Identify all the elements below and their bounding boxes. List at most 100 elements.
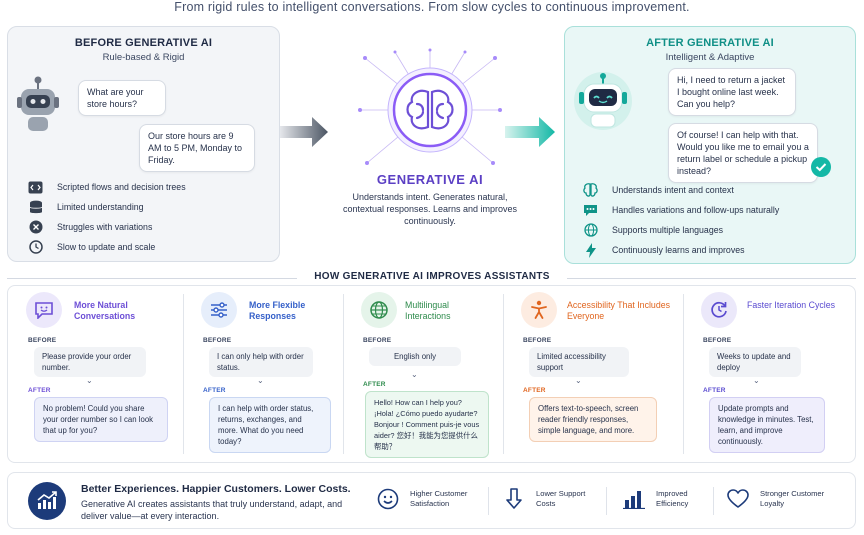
before-subtitle: Rule-based & Rigid — [102, 52, 185, 63]
center-title: GENERATIVE AI — [376, 172, 484, 187]
improvement-card: Faster Iteration Cycles BEFORE Weeks to … — [683, 286, 855, 464]
before-tag: BEFORE — [363, 337, 392, 344]
column-divider — [503, 294, 504, 454]
after-bot-bubble: Of course! I can help with that. Would y… — [668, 123, 818, 183]
metric-divider — [606, 487, 607, 515]
feature-item: Scripted flows and decision trees — [28, 177, 186, 197]
before-title: BEFORE GENERATIVE AI — [74, 37, 213, 49]
column-divider — [683, 294, 684, 454]
brain-icon — [583, 183, 598, 198]
chevron-down-icon: ⌄ — [411, 370, 418, 379]
chevron-down-icon: ⌄ — [257, 376, 264, 385]
section-divider-left — [7, 278, 297, 279]
before-box: Please provide your order number. — [34, 347, 146, 377]
gray-arrow-icon — [280, 114, 330, 155]
globe-icon — [361, 292, 397, 328]
improvement-title: More Flexible Responses — [249, 300, 306, 321]
improvement-card: More Flexible Responses BEFORE I can onl… — [183, 286, 343, 464]
cycle-icon — [701, 292, 737, 328]
rule-bot-icon — [16, 75, 60, 138]
feature-item: Continuously learns and improves — [583, 240, 779, 260]
chevron-down-icon: ⌄ — [575, 376, 582, 385]
footer-description: Generative AI creates assistants that tr… — [81, 499, 343, 521]
after-box: I can help with order status, returns, e… — [209, 397, 331, 453]
clock-icon — [28, 240, 43, 255]
heart-icon — [726, 487, 750, 511]
metric-divider — [713, 487, 714, 515]
check-icon — [811, 157, 831, 182]
generative-ai-brain-icon — [355, 48, 505, 178]
chat-smile-icon — [26, 292, 62, 328]
after-panel: AFTER GENERATIVE AI Intelligent & Adapti… — [564, 26, 856, 264]
globe-icon — [583, 223, 598, 238]
footer-title: Better Experiences. Happier Customers. L… — [81, 483, 351, 495]
chat-icon — [583, 203, 598, 218]
x-circle-icon — [28, 220, 43, 235]
before-bot-bubble: Our store hours are 9 AM to 5 PM, Monday… — [139, 124, 255, 172]
lightning-icon — [583, 242, 598, 258]
before-user-bubble: What are your store hours? — [78, 80, 166, 116]
improvement-card: More Natural Conversations BEFORE Please… — [8, 286, 178, 464]
metric-item: Higher Customer Satisfaction — [376, 487, 480, 511]
feature-item: Limited understanding — [28, 197, 186, 217]
after-subtitle: Intelligent & Adaptive — [665, 52, 755, 63]
after-user-bubble: Hi, I need to return a jacket I bought o… — [668, 68, 796, 116]
improvement-card: Multilingual Interactions BEFORE English… — [343, 286, 503, 464]
page-subtitle: From rigid rules to intelligent conversa… — [174, 0, 690, 14]
before-tag: BEFORE — [203, 337, 232, 344]
improvement-title: Accessibility That Includes Everyone — [567, 300, 671, 321]
improvement-title: More Natural Conversations — [74, 300, 136, 321]
before-box: Weeks to update and deploy — [709, 347, 801, 377]
before-tag: BEFORE — [523, 337, 552, 344]
after-box: Update prompts and knowledge in minutes.… — [709, 397, 825, 453]
feature-item: Handles variations and follow-ups natura… — [583, 200, 779, 220]
feature-item: Supports multiple languages — [583, 220, 779, 240]
before-tag: BEFORE — [28, 337, 57, 344]
code-icon — [28, 180, 43, 195]
chevron-down-icon: ⌄ — [86, 376, 93, 385]
after-box: No problem! Could you share your order n… — [34, 397, 168, 442]
after-tag: AFTER — [363, 381, 386, 388]
after-box: Hello! How can I help you? ¡Hola! ¿Cómo … — [365, 391, 489, 458]
before-box: English only — [369, 347, 461, 366]
bar-chart-icon — [622, 487, 646, 511]
after-tag: AFTER — [28, 387, 51, 394]
before-panel: BEFORE GENERATIVE AI Rule-based & Rigid … — [7, 26, 280, 262]
improvement-card: Accessibility That Includes Everyone BEF… — [503, 286, 683, 464]
after-feature-list: Understands intent and context Handles v… — [583, 180, 779, 260]
teal-arrow-icon — [505, 114, 557, 155]
metric-item: Improved Efficiency — [622, 487, 706, 511]
sliders-icon — [201, 292, 237, 328]
growth-chart-icon — [28, 482, 66, 520]
metric-item: Lower Support Costs — [502, 487, 596, 511]
footer-banner: Better Experiences. Happier Customers. L… — [7, 472, 856, 529]
before-box: I can only help with order status. — [209, 347, 313, 377]
accessibility-icon — [521, 292, 557, 328]
section-divider-right — [567, 278, 856, 279]
column-divider — [183, 294, 184, 454]
section-title: HOW GENERATIVE AI IMPROVES ASSISTANTS — [314, 271, 550, 282]
metric-item: Stronger Customer Loyalty — [726, 487, 840, 511]
improvement-title: Multilingual Interactions — [405, 300, 451, 321]
metric-divider — [488, 487, 489, 515]
smile-icon — [376, 487, 400, 511]
before-box: Limited accessibility support — [529, 347, 629, 377]
arrow-down-icon — [502, 487, 526, 511]
database-icon — [28, 200, 43, 215]
before-feature-list: Scripted flows and decision trees Limite… — [28, 177, 186, 257]
after-tag: AFTER — [703, 387, 726, 394]
feature-item: Slow to update and scale — [28, 237, 186, 257]
after-tag: AFTER — [523, 387, 546, 394]
after-tag: AFTER — [203, 387, 226, 394]
chevron-down-icon: ⌄ — [753, 376, 760, 385]
feature-item: Understands intent and context — [583, 180, 779, 200]
improvement-title: Faster Iteration Cycles — [747, 300, 835, 310]
after-title: AFTER GENERATIVE AI — [646, 37, 774, 49]
improvements-row: More Natural Conversations BEFORE Please… — [7, 285, 856, 463]
after-box: Offers text-to-speech, screen reader fri… — [529, 397, 657, 442]
before-tag: BEFORE — [703, 337, 732, 344]
ai-bot-icon — [573, 71, 633, 136]
feature-item: Struggles with variations — [28, 217, 186, 237]
center-description: Understands intent. Generates natural, c… — [342, 192, 518, 226]
column-divider — [343, 294, 344, 454]
